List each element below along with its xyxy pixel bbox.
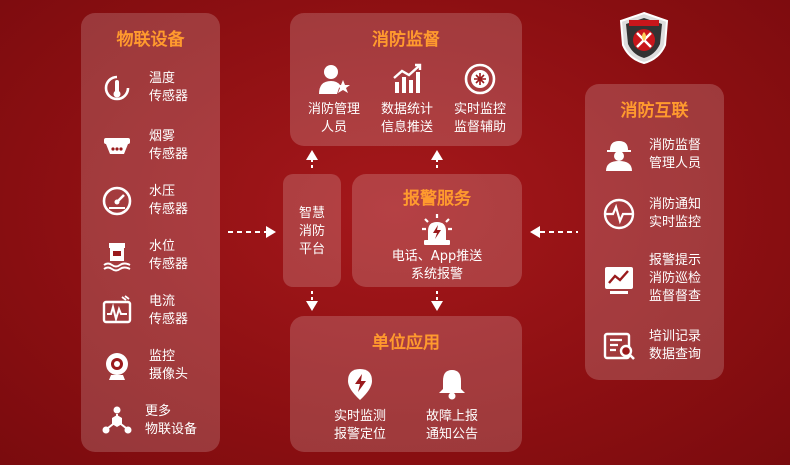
firefighter-icon — [599, 135, 639, 175]
location-icon — [340, 364, 380, 404]
smoke-detector-icon — [97, 126, 137, 166]
list-item: 温度 传感器 — [97, 68, 188, 108]
list-item: 电流 传感器 — [97, 291, 188, 331]
list-item: 更多 物联设备 — [97, 401, 197, 441]
item-label: 消防管理 人员 — [307, 102, 360, 135]
pulse-icon — [599, 194, 639, 234]
smart-fire-platform-panel: 智慧 消防 平台 — [283, 174, 341, 287]
arrow-left-to-platform — [228, 226, 276, 238]
alarm-service-panel: 报警服务 电话、App推送 系统报警 — [352, 174, 522, 287]
arrow-platform-down — [306, 291, 318, 311]
item-label: 实时监控 监督辅助 — [453, 102, 506, 135]
list-item: 故障上报 通知公告 — [412, 364, 492, 444]
statistics-icon — [387, 59, 427, 99]
item-label: 电流 传感器 — [149, 294, 189, 327]
platform-label: 智慧 消防 平台 — [298, 206, 325, 257]
item-label: 温度 传感器 — [149, 71, 189, 104]
arrow-right-to-alarm — [530, 226, 578, 238]
panel-title: 单位应用 — [372, 333, 440, 353]
record-search-icon — [599, 326, 639, 366]
fire-interconnect-panel: 消防互联 消防监督 管理人员 消防通知 实时监控 报警提示 消防巡检 监督督查 … — [585, 84, 724, 380]
item-label: 水压 传感器 — [149, 184, 189, 217]
item-label: 数据统计 信息推送 — [380, 102, 433, 135]
trend-chart-icon — [599, 259, 639, 299]
list-item: 消防通知 实时监控 — [599, 194, 701, 234]
list-item: 实时监控 监督辅助 — [442, 59, 518, 137]
list-item: 监控 摄像头 — [97, 346, 188, 386]
arrow-platform-up — [306, 150, 318, 170]
bell-icon — [432, 364, 472, 404]
list-item: 培训记录 数据查询 — [599, 326, 701, 366]
thermometer-icon — [97, 68, 137, 108]
item-label: 培训记录 数据查询 — [649, 329, 702, 362]
monitor-icon — [460, 59, 500, 99]
list-item: 数据统计 信息推送 — [369, 59, 445, 137]
water-level-icon — [97, 236, 137, 276]
more-devices-icon — [97, 401, 137, 441]
panel-title: 物联设备 — [116, 30, 185, 50]
item-label: 实时监测 报警定位 — [333, 409, 386, 442]
arrow-alarm-down — [431, 291, 443, 311]
item-label: 故障上报 通知公告 — [425, 409, 478, 442]
alarm-label: 电话、App推送 系统报警 — [391, 249, 483, 282]
fire-supervision-panel: 消防监督 消防管理 人员 数据统计 信息推送 实时监控 监督辅助 — [290, 13, 522, 146]
list-item: 烟雾 传感器 — [97, 126, 188, 166]
fire-emblem-logo — [617, 11, 671, 65]
alarm-light-icon — [417, 210, 457, 250]
item-label: 消防通知 实时监控 — [649, 197, 702, 230]
item-label: 水位 传感器 — [149, 239, 189, 272]
camera-icon — [97, 346, 137, 386]
current-sensor-icon — [97, 291, 137, 331]
arrow-alarm-up — [431, 150, 443, 170]
unit-application-panel: 单位应用 实时监测 报警定位 故障上报 通知公告 — [290, 316, 522, 452]
item-label: 烟雾 传感器 — [149, 129, 189, 162]
pressure-gauge-icon — [97, 181, 137, 221]
list-item: 实时监测 报警定位 — [320, 364, 400, 444]
manager-icon — [314, 59, 354, 99]
list-item: 消防监督 管理人员 — [599, 135, 701, 175]
list-item: 报警提示 消防巡检 监督督查 — [599, 252, 701, 306]
iot-devices-panel: 物联设备 温度 传感器 烟雾 传感器 水压 传感器 水位 传感器 电流 传感器 — [81, 13, 220, 452]
item-label: 监控 摄像头 — [149, 349, 189, 382]
item-label: 更多 物联设备 — [145, 404, 198, 437]
item-label: 消防监督 管理人员 — [649, 138, 702, 171]
panel-title: 报警服务 — [403, 189, 471, 209]
list-item: 水位 传感器 — [97, 236, 188, 276]
item-label: 报警提示 消防巡检 监督督查 — [649, 253, 702, 304]
panel-title: 消防监督 — [372, 30, 440, 50]
list-item: 消防管理 人员 — [296, 59, 372, 137]
panel-title: 消防互联 — [620, 101, 689, 121]
list-item: 水压 传感器 — [97, 181, 188, 221]
